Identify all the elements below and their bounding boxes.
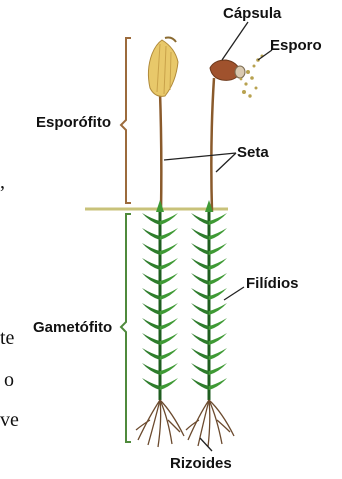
cropped-text-2: te [0, 328, 14, 348]
left-seta [160, 92, 161, 212]
capsula-leader [222, 22, 248, 60]
leader-lines [164, 22, 272, 451]
cropped-text-3: o [4, 370, 14, 390]
left-rhizoids [136, 400, 184, 447]
label-rizoides: Rizoides [170, 456, 232, 471]
label-esporo: Esporo [270, 38, 322, 53]
rizoides-leader [200, 438, 212, 451]
label-seta: Seta [237, 145, 269, 160]
right-gametophyte [191, 200, 227, 400]
right-rhizoids [186, 400, 234, 447]
seta-leader-right [216, 153, 236, 172]
label-filidios: Filídios [246, 276, 299, 291]
label-capsula: Cápsula [223, 6, 281, 21]
label-gametofito: Gametófito [33, 320, 112, 335]
cropped-text-1: , [0, 172, 5, 192]
right-seta [211, 78, 214, 212]
filidios-leader [224, 287, 244, 300]
left-gametophyte [142, 200, 178, 400]
gametofito-bracket [121, 214, 131, 442]
cropped-text-4: ve [0, 410, 19, 430]
seta-leader-left [164, 153, 236, 160]
left-capsule [148, 38, 178, 97]
esporofito-bracket [121, 38, 131, 203]
label-esporofito: Esporófito [36, 115, 111, 130]
right-capsule [210, 60, 245, 80]
